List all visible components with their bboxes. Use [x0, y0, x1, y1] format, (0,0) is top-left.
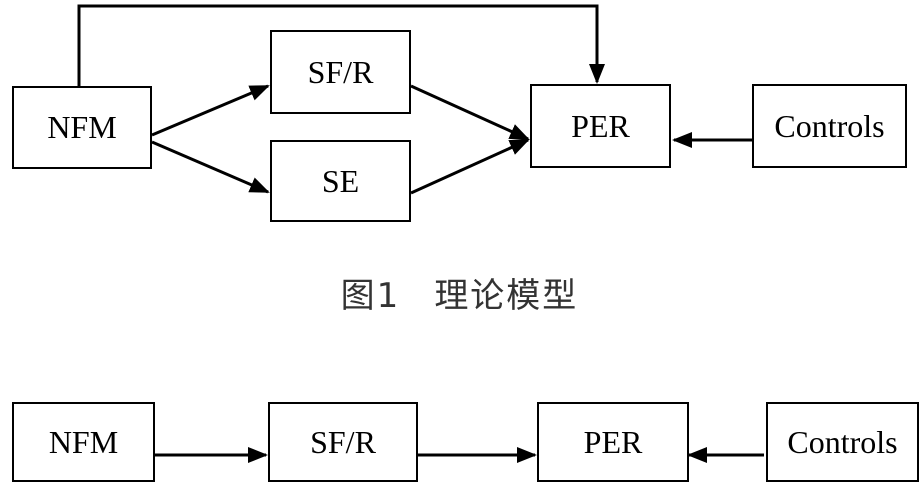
arrow-nfm-to-se: [151, 140, 270, 194]
node-controls: Controls: [752, 84, 907, 168]
node2-per: PER: [537, 402, 689, 482]
figure-caption: 图1 理论模型: [0, 268, 919, 317]
node-per: PER: [530, 84, 671, 168]
arrow-sfr-to-per: [410, 84, 530, 141]
arrow-nfm-to-sfr: [151, 84, 270, 137]
node-per-label: PER: [571, 107, 630, 144]
caption-title: 理论模型: [434, 276, 579, 316]
caption-number: 图1: [340, 276, 401, 316]
node2-nfm-label: NFM: [48, 423, 119, 460]
node-controls-label: Controls: [774, 107, 885, 144]
node-sfr: SF/R: [270, 30, 411, 114]
node2-sfr-label: SF/R: [310, 423, 376, 460]
node2-sfr: SF/R: [268, 402, 418, 482]
node-se-label: SE: [321, 162, 360, 199]
node2-per-label: PER: [583, 423, 643, 460]
node-nfm-label: NFM: [47, 109, 117, 145]
node-sfr-label: SF/R: [307, 53, 374, 90]
node2-controls-label: Controls: [787, 423, 898, 460]
arrow-se-to-per: [410, 138, 530, 195]
node-se: SE: [270, 140, 411, 222]
connector-nfm-per-top: [77, 4, 605, 86]
node2-controls: Controls: [766, 402, 919, 482]
node2-nfm: NFM: [12, 402, 155, 482]
node-nfm: NFM: [12, 86, 152, 169]
